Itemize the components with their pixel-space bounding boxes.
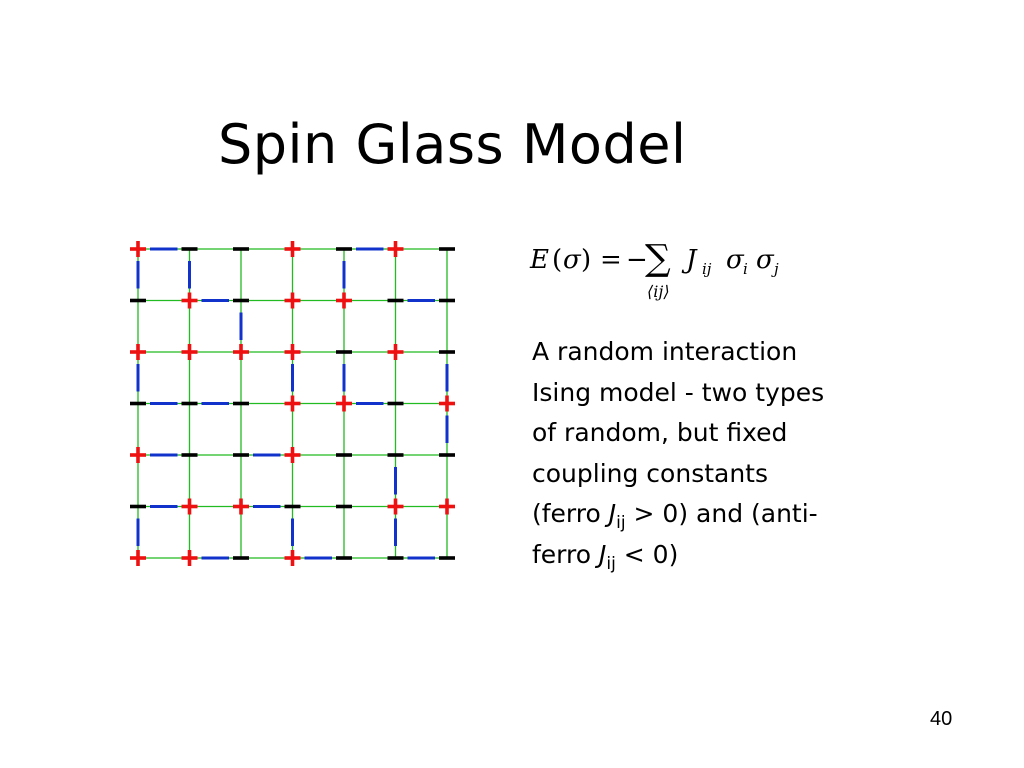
formula-sub-j: j — [774, 260, 779, 278]
formula-open-paren: ( — [552, 245, 563, 275]
model-description: A random interaction Ising model - two t… — [532, 332, 942, 575]
formula-J-sub: ij — [702, 260, 712, 278]
formula-sigma-i: σ — [726, 245, 744, 275]
description-line-6-pre: ferro — [532, 539, 599, 569]
description-line-6-post: < 0) — [615, 539, 679, 569]
formula-minus: − — [626, 245, 648, 275]
page-number: 40 — [930, 708, 953, 730]
formula-sum-sign: ∑ — [645, 238, 671, 279]
description-line-5-post: > 0) and (anti- — [625, 499, 818, 528]
formula-J: J — [686, 245, 697, 275]
formula-sigma: σ — [563, 245, 581, 275]
description-line-4: coupling constants — [532, 458, 769, 488]
formula-sigma-j: σ — [756, 245, 774, 275]
description-line-1: A random interaction — [532, 337, 798, 366]
description-line-6-sub: ij — [606, 553, 616, 574]
energy-formula: E ( σ ) = − ∑ ⟨ij⟩ J ij σ i σ j — [530, 238, 820, 310]
formula-E: E — [530, 245, 549, 275]
slide-title: Spin Glass Model — [218, 113, 687, 176]
spin-lattice-diagram — [130, 241, 455, 566]
description-line-5-J: J — [608, 499, 617, 528]
formula-sub-i: i — [743, 260, 748, 278]
description-line-3: of random, but fixed — [532, 418, 788, 447]
description-line-2: Ising model - two types — [532, 377, 825, 407]
formula-equals: = — [600, 245, 622, 275]
description-line-5-sub: ij — [616, 513, 626, 533]
description-line-6-J: J — [599, 539, 607, 569]
description-line-5-pre: (ferro — [532, 499, 609, 528]
formula-sum-index: ⟨ij⟩ — [647, 282, 670, 301]
description-line-6: ferro Jij < 0) — [532, 535, 942, 576]
formula-close-paren: ) — [581, 245, 592, 275]
description-line-5: (ferro Jij > 0) and (anti- — [532, 494, 942, 535]
